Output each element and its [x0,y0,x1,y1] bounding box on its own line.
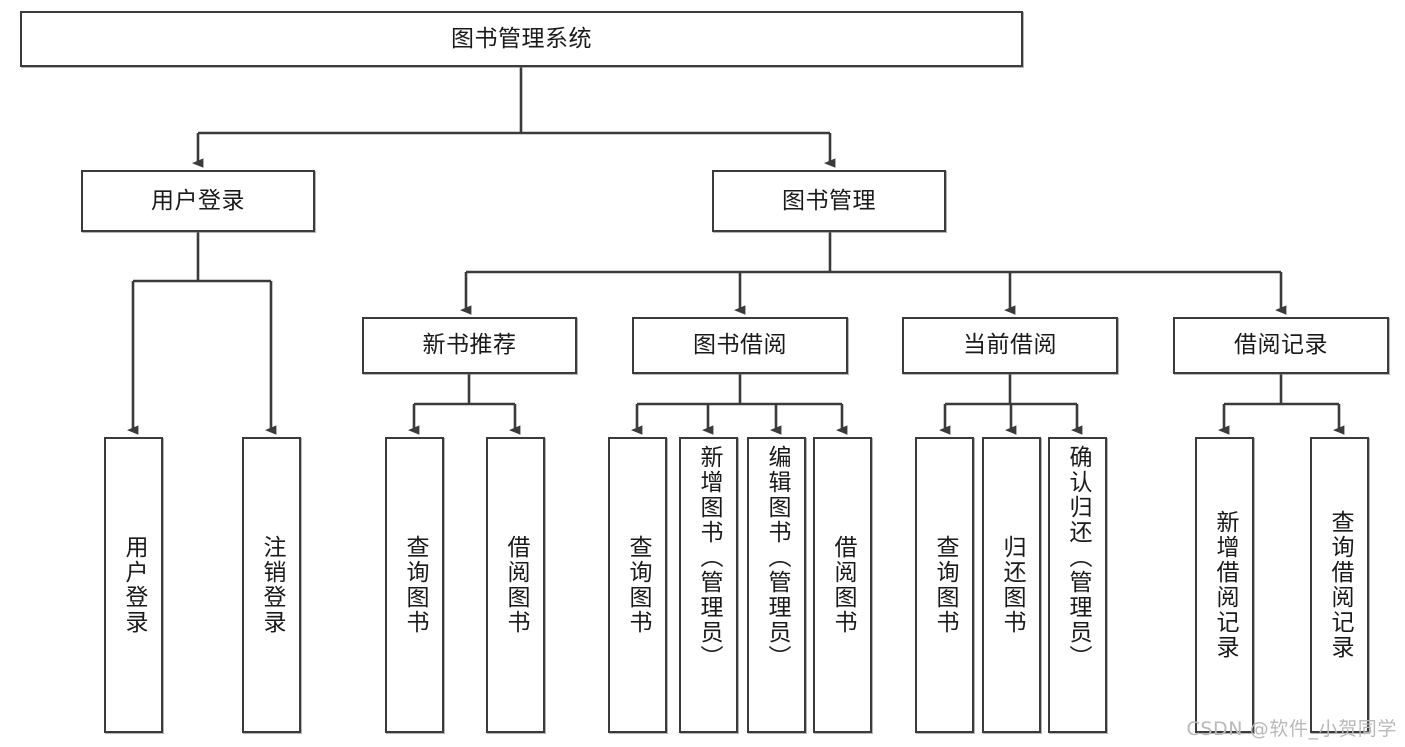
node-label: 图书管理系统 [451,25,592,52]
node-label: 编辑图书（管理员） [764,445,790,670]
node-book-borrow[interactable]: 图书借阅 [632,317,848,374]
node-label: 新书推荐 [422,332,517,359]
node-label: 用户登录 [121,535,147,635]
node-label: 归还图书 [999,535,1025,635]
csdn-watermark: CSDN @软件_小贺同学 [1186,718,1397,740]
node-label: 新增借阅记录 [1212,510,1238,660]
node-leaf-return-book[interactable]: 归还图书 [982,437,1041,733]
node-label: 借阅记录 [1234,332,1328,359]
node-label: 新增图书（管理员） [696,445,722,670]
node-label: 图书管理 [782,187,876,214]
node-label: 借阅图书 [503,535,529,635]
node-current-borrow[interactable]: 当前借阅 [902,317,1118,374]
node-leaf-edit-book[interactable]: 编辑图书（管理员） [747,437,806,733]
node-label: 用户登录 [151,187,245,214]
node-label: 查询图书 [625,535,651,635]
node-leaf-query-borrow-record[interactable]: 查询借阅记录 [1310,437,1369,733]
node-label: 借阅图书 [830,535,856,635]
node-leaf-user-login[interactable]: 用户登录 [104,437,163,733]
node-label: 注销登录 [259,535,285,635]
node-leaf-query-book-current[interactable]: 查询图书 [915,437,974,733]
node-label: 图书借阅 [693,332,787,359]
node-label: 查询图书 [402,535,428,635]
node-label: 确认归还（管理员） [1065,445,1091,670]
node-label: 查询借阅记录 [1327,510,1353,660]
node-leaf-confirm-return[interactable]: 确认归还（管理员） [1048,437,1107,733]
node-leaf-add-borrow-record[interactable]: 新增借阅记录 [1195,437,1254,733]
node-borrow-record[interactable]: 借阅记录 [1173,317,1389,374]
node-leaf-query-book-recommend[interactable]: 查询图书 [385,437,444,733]
node-label: 当前借阅 [963,332,1057,359]
node-label: 查询图书 [932,535,958,635]
node-user-login[interactable]: 用户登录 [81,170,315,232]
node-new-book-recommend[interactable]: 新书推荐 [362,317,577,374]
node-leaf-add-book[interactable]: 新增图书（管理员） [679,437,738,733]
node-leaf-borrow-book-recommend[interactable]: 借阅图书 [486,437,545,733]
node-book-management-system[interactable]: 图书管理系统 [20,11,1023,67]
node-leaf-query-book-borrow[interactable]: 查询图书 [608,437,667,733]
node-book-manage[interactable]: 图书管理 [712,170,946,232]
node-leaf-borrow-book[interactable]: 借阅图书 [813,437,872,733]
node-leaf-logout-login[interactable]: 注销登录 [242,437,301,733]
